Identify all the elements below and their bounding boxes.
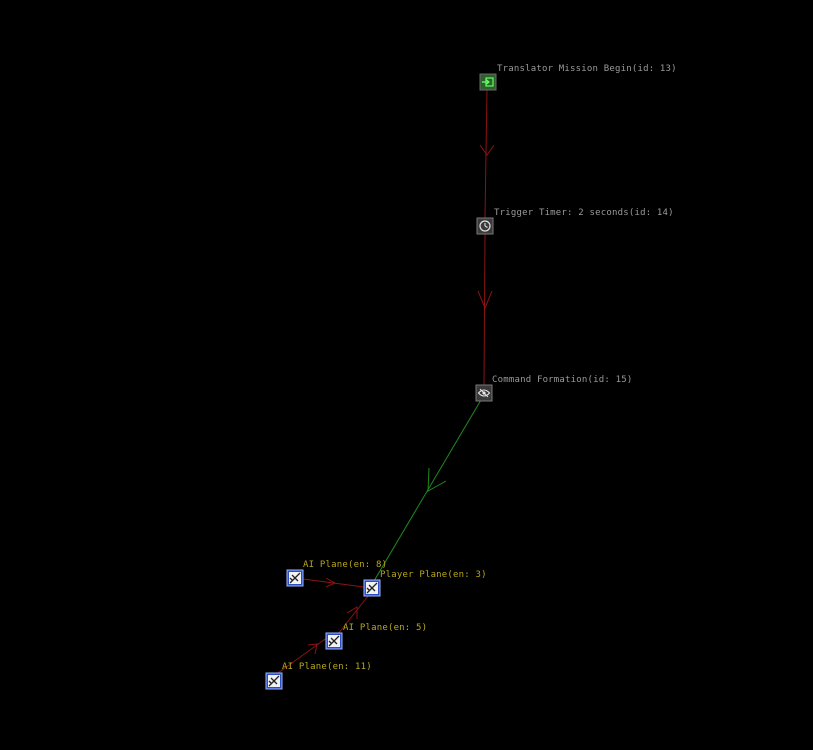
graph-links [277, 89, 495, 674]
link-arrowhead [346, 606, 358, 619]
plane-glyph [289, 572, 301, 584]
clock-glyph [479, 220, 491, 232]
link-command-to-player-plane [373, 399, 482, 582]
link-ai5-to-player-plane [337, 595, 369, 635]
node-mission-begin[interactable]: Translator Mission Begin(id: 13) [479, 64, 677, 91]
link-arrowhead [307, 643, 318, 655]
node-label-ai-plane-11: AI Plane(en: 11) [282, 662, 372, 672]
node-label-command-formation: Command Formation(id: 15) [492, 375, 632, 385]
formation-glyph [477, 388, 491, 398]
link-arrowhead [427, 467, 447, 492]
link-timer-to-command [483, 233, 486, 386]
plane-glyph [366, 582, 378, 594]
plane-glyph [328, 635, 340, 647]
node-ai-plane-8[interactable]: AI Plane(en: 8) [286, 560, 387, 587]
node-ai-plane-5[interactable]: AI Plane(en: 5) [325, 623, 427, 650]
plane-glyph [268, 675, 280, 687]
node-trigger-timer[interactable]: Trigger Timer: 2 seconds(id: 14) [476, 208, 674, 235]
node-player-plane-3[interactable]: Player Plane(en: 3) [363, 570, 487, 597]
node-label-player-plane-3: Player Plane(en: 3) [380, 570, 487, 580]
link-ai8-to-player-plane [302, 578, 365, 588]
node-command-formation[interactable]: Command Formation(id: 15) [475, 375, 632, 402]
node-label-mission-begin: Translator Mission Begin(id: 13) [497, 64, 677, 74]
node-ai-plane-11[interactable]: AI Plane(en: 11) [265, 662, 372, 690]
link-ai11-to-ai5 [277, 636, 329, 674]
link-arrowhead [479, 144, 495, 156]
node-label-ai-plane-8: AI Plane(en: 8) [303, 560, 387, 570]
link-arrowhead [325, 577, 337, 588]
enter-arrow-glyph [482, 77, 494, 87]
link-arrowhead [477, 290, 493, 310]
node-label-ai-plane-5: AI Plane(en: 5) [343, 623, 427, 633]
node-label-trigger-timer: Trigger Timer: 2 seconds(id: 14) [494, 208, 674, 218]
